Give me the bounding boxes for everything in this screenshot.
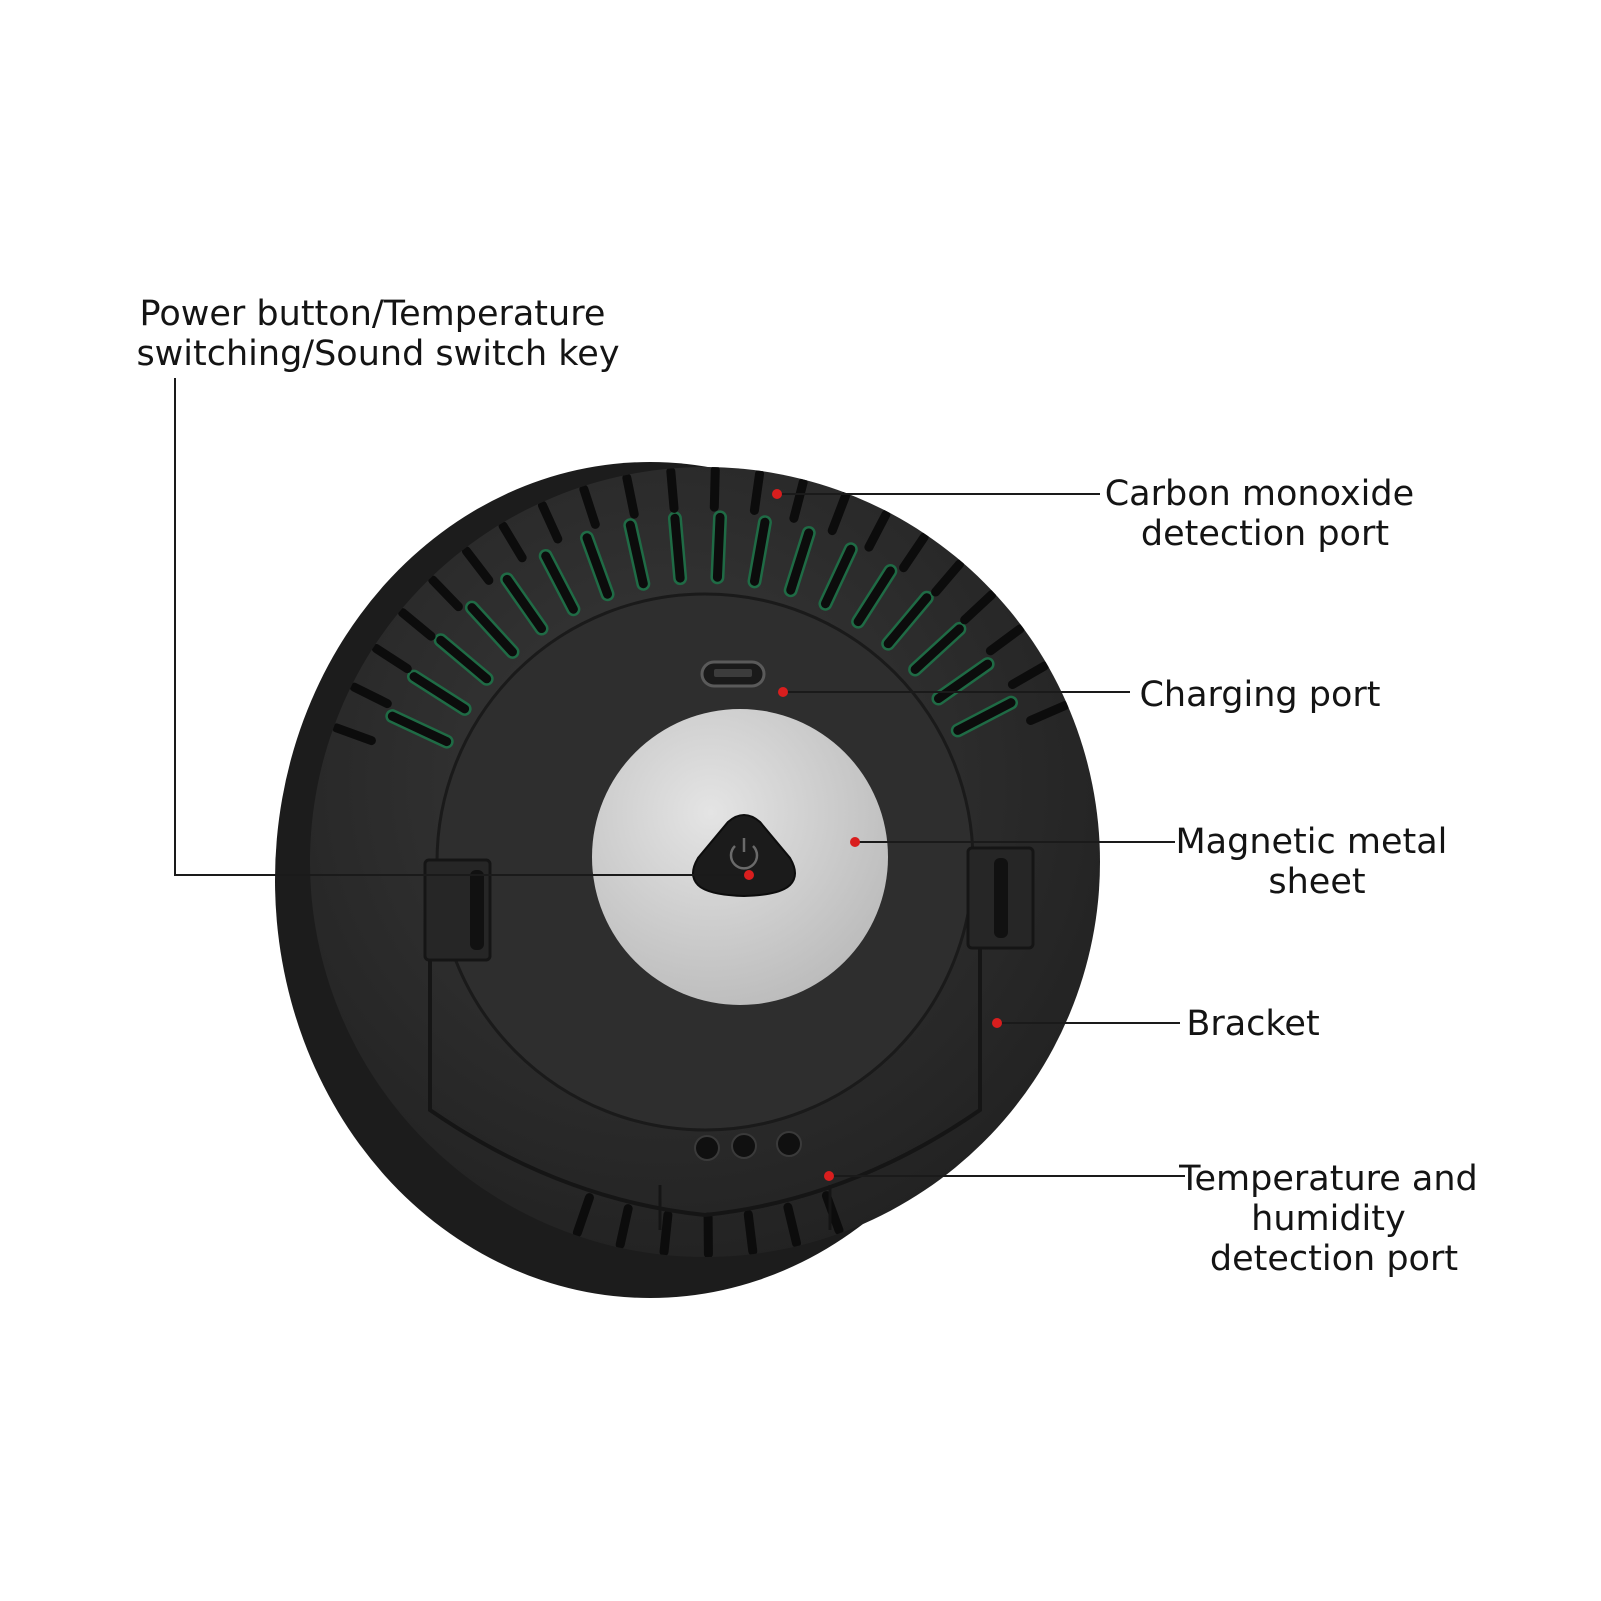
vent-slot xyxy=(883,593,932,649)
charging-port xyxy=(700,660,766,688)
vent-slot xyxy=(985,624,1025,656)
label-bracket: Bracket xyxy=(1186,1004,1319,1044)
vent-slot xyxy=(625,520,648,589)
power-icon xyxy=(729,838,759,870)
vent-slot xyxy=(749,517,770,586)
vent-slot xyxy=(467,603,517,657)
marker-magnetic-sheet xyxy=(850,837,860,847)
label-co-port: Carbon monoxide detection port xyxy=(1105,474,1426,554)
vent-slot xyxy=(864,509,891,552)
vent-slot xyxy=(572,1193,594,1238)
vent-slot xyxy=(827,491,850,536)
vent-slot xyxy=(387,711,452,747)
vent-slot xyxy=(820,544,856,609)
bracket-clip-left xyxy=(423,858,492,962)
bracket-frame xyxy=(428,880,982,1218)
vent-slot xyxy=(398,608,436,641)
vent-slot xyxy=(502,574,547,634)
vent-slot xyxy=(709,467,720,512)
vent-slot xyxy=(910,624,964,674)
vent-slot xyxy=(371,644,412,674)
marker-dots xyxy=(744,489,1002,1181)
marker-power-button xyxy=(744,870,754,880)
vent-slot xyxy=(931,559,965,597)
vent-slot xyxy=(666,467,679,513)
bracket-lower-lip xyxy=(658,1185,832,1230)
vent-slot xyxy=(712,512,725,582)
vent-slot xyxy=(743,1209,758,1256)
vent-slot xyxy=(349,682,392,709)
marker-co-port xyxy=(772,489,782,499)
vent-slot xyxy=(786,528,814,595)
vent-slot xyxy=(749,469,765,515)
vent-slot xyxy=(953,698,1016,735)
vent-slot xyxy=(960,590,997,625)
bracket-clip-right xyxy=(966,846,1035,950)
vent-slot xyxy=(1007,661,1049,689)
vent-slot xyxy=(579,484,600,529)
label-charging-port: Charging port xyxy=(1139,675,1380,715)
vent-slot xyxy=(783,1202,802,1248)
vent-slots xyxy=(332,467,1069,1257)
vent-slot xyxy=(659,1210,673,1257)
leader-lines xyxy=(174,378,1185,1177)
vent-slot xyxy=(670,513,685,583)
sensor-holes xyxy=(694,1131,802,1161)
vent-slot xyxy=(409,672,470,714)
vent-slot xyxy=(622,473,639,519)
vent-slot xyxy=(541,551,578,614)
vent-slot xyxy=(1026,701,1069,725)
vent-slot xyxy=(582,533,613,599)
vent-slot xyxy=(615,1204,633,1250)
vent-slot xyxy=(428,575,463,612)
label-magnetic-sheet: Magnetic metal sheet xyxy=(1175,822,1458,902)
vent-slot xyxy=(853,566,895,627)
leader-power-button xyxy=(174,378,745,876)
vent-slot xyxy=(789,477,808,523)
vent-slot xyxy=(436,635,492,684)
label-temp-humidity-port: Temperature and humidity detection port xyxy=(1178,1159,1489,1279)
vent-slot xyxy=(498,521,527,563)
marker-charging-port xyxy=(778,687,788,697)
vent-slot xyxy=(899,532,929,573)
vent-slot xyxy=(332,723,376,746)
vent-slot xyxy=(461,546,494,585)
vent-slot xyxy=(537,500,563,544)
marker-bracket xyxy=(992,1018,1002,1028)
marker-temp-port xyxy=(824,1171,834,1181)
label-power-button: Power button/Temperature switching/Sound… xyxy=(136,294,619,374)
